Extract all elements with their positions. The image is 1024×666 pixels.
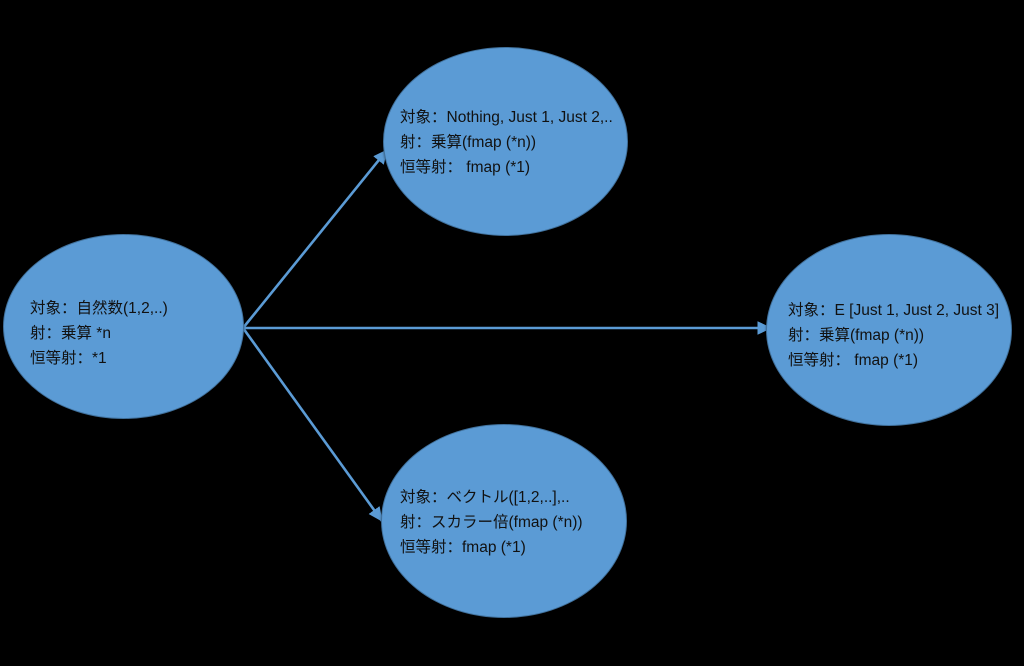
node-maybe-line-morphism: 射：乗算(fmap (*n)) bbox=[400, 134, 537, 151]
node-natural-line-morphism: 射：乗算 *n bbox=[30, 325, 111, 342]
node-e-line-morphism: 射：乗算(fmap (*n)) bbox=[788, 327, 925, 344]
node-vector-line-identity: 恒等射：fmap (*1) bbox=[400, 539, 526, 556]
node-maybe-label: 対象：Nothing, Just 1, Just 2,.. 射：乗算(fmap … bbox=[400, 105, 613, 180]
node-vector-line-morphism: 射：スカラー倍(fmap (*n)) bbox=[400, 514, 583, 531]
node-e-line-identity: 恒等射： fmap (*1) bbox=[788, 352, 919, 369]
node-vector-label: 対象：ベクトル([1,2,..],.. 射：スカラー倍(fmap (*n)) 恒… bbox=[400, 485, 583, 560]
node-e-functor-category[interactable] bbox=[766, 234, 1012, 426]
node-natural-numbers-category[interactable] bbox=[3, 234, 244, 419]
node-vector-line-object: 対象：ベクトル([1,2,..],.. bbox=[400, 489, 570, 506]
node-maybe-line-identity: 恒等射： fmap (*1) bbox=[400, 159, 531, 176]
node-maybe-functor-category[interactable] bbox=[383, 47, 628, 236]
node-natural-line-object: 対象：自然数(1,2,..) bbox=[30, 300, 168, 317]
node-e-line-object: 対象：E [Just 1, Just 2, Just 3] bbox=[788, 302, 1000, 319]
node-natural-numbers-label: 対象：自然数(1,2,..) 射：乗算 *n 恒等射：*1 bbox=[30, 296, 168, 371]
node-maybe-line-object: 対象：Nothing, Just 1, Just 2,.. bbox=[400, 109, 613, 126]
edge-natural-to-maybe bbox=[241, 149, 389, 329]
node-e-label: 対象：E [Just 1, Just 2, Just 3] 射：乗算(fmap … bbox=[788, 298, 999, 373]
edge-natural-to-vector bbox=[241, 327, 384, 522]
node-vector-functor-category[interactable] bbox=[381, 424, 627, 618]
node-natural-line-identity: 恒等射：*1 bbox=[30, 350, 107, 367]
